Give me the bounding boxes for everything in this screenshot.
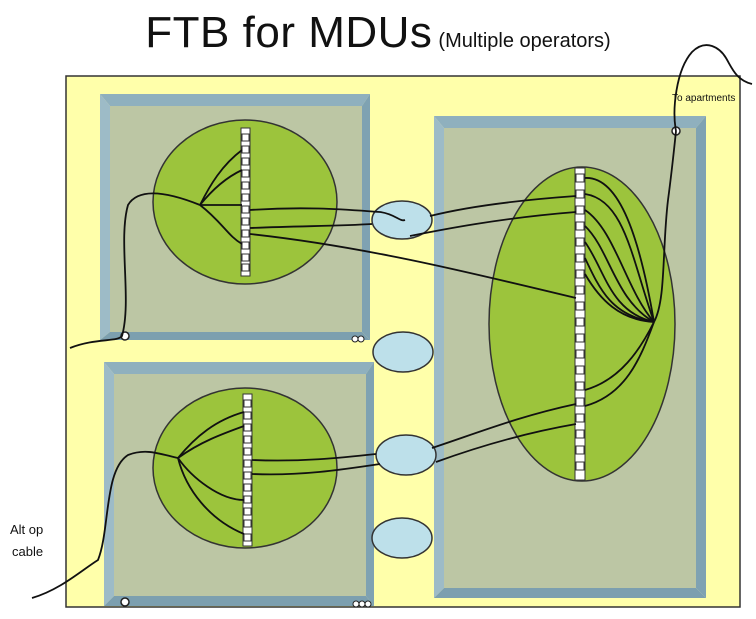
cable-port-bottom — [120, 597, 372, 608]
fibers-top-box — [69, 149, 577, 349]
splice-tray-distribution — [574, 167, 586, 481]
fibers-bottom-box — [31, 403, 577, 599]
splice-tray-top — [240, 127, 251, 277]
splice-oval-2 — [372, 331, 434, 373]
label-alt-op-line1: Alt op — [10, 522, 43, 537]
diagram-title: FTB for MDUs — [145, 8, 433, 57]
label-alt-op-line2: cable — [12, 544, 43, 559]
label-to-apartments: To apartments — [672, 93, 735, 104]
diagram-subtitle: (Multiple operators) — [438, 30, 611, 52]
fibers-distribution — [584, 44, 753, 407]
splice-tray-bottom — [242, 393, 253, 547]
diagram-title-row: FTB for MDUs(Multiple operators) — [0, 8, 756, 58]
splice-oval-4 — [371, 517, 433, 559]
splice-oval-3 — [375, 434, 437, 476]
